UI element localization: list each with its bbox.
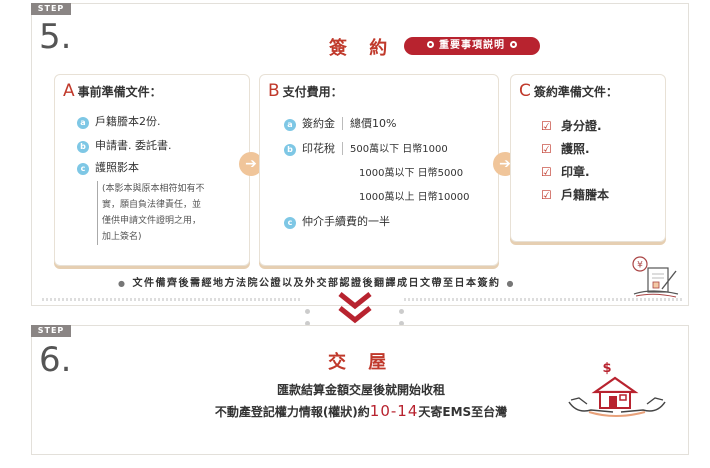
item-label: 仲介手續費的一半 bbox=[302, 215, 390, 228]
item-label: 戶籍謄本 bbox=[561, 188, 610, 202]
dot-icon: ● bbox=[506, 279, 515, 288]
line-2-suffix: 天寄EMS至台灣 bbox=[418, 405, 508, 419]
footnote-text: 文件備齊後需經地方法院公證以及外交部認證後翻譯成日文帶至日本簽約 bbox=[132, 278, 501, 289]
svg-text:¥: ¥ bbox=[637, 261, 643, 271]
item-value: 總價10% bbox=[350, 117, 397, 130]
list-item: a 簽約金 總價10% bbox=[284, 115, 396, 131]
item-label: 申請書. 委託書. bbox=[95, 139, 172, 152]
checkbox-icon: ☑ bbox=[541, 165, 552, 179]
list-item: b 印花稅 500萬以下 日幣1000 bbox=[284, 140, 448, 156]
days-range: 10-14 bbox=[369, 402, 419, 420]
card-letter: C bbox=[519, 81, 531, 101]
line-2-prefix: 不動產登記權力情報(權狀)約 bbox=[214, 405, 370, 419]
checkbox-icon: ☑ bbox=[541, 188, 552, 202]
connector-dot bbox=[305, 309, 310, 314]
step-tag: STEP bbox=[31, 3, 71, 15]
chevron-down-icon bbox=[338, 292, 372, 326]
card-title: 支付費用： bbox=[282, 85, 343, 99]
notice-label: 重要事項説明 bbox=[439, 40, 505, 51]
handover-line-2: 不動產登記權力情報(權狀)約10-14天寄EMS至台灣 bbox=[32, 402, 690, 420]
note-line: 實，願自負法律責任，並 bbox=[102, 200, 202, 210]
handover-line-1: 匯款結算金額交屋後就開始收租 bbox=[276, 383, 445, 397]
list-item: ☑ 身分證. bbox=[541, 117, 602, 134]
card-letter: B bbox=[268, 81, 280, 101]
item-label: 身分證. bbox=[561, 119, 602, 133]
item-label: 戶籍謄本2份. bbox=[95, 115, 161, 128]
house-handover-icon: $ bbox=[567, 358, 667, 422]
section-title: 簽 約 bbox=[329, 38, 396, 59]
list-item: ☑ 印章. bbox=[541, 163, 590, 180]
step-number: 5. bbox=[39, 17, 72, 57]
step-6-section: STEP 6. 交 屋 匯款結算金額交屋後就開始收租 不動產登記權力情報(權狀)… bbox=[31, 325, 689, 455]
list-item: c 仲介手續費的一半 bbox=[284, 213, 390, 229]
list-item: b 申請書. 委託書. bbox=[77, 137, 172, 153]
connector-dot bbox=[305, 321, 310, 326]
svg-text:$: $ bbox=[602, 361, 611, 376]
passport-note: (本影本與原本相符如有不 實，願自負法律責任，並 僅供申請文件證明之用， 加上簽… bbox=[97, 181, 237, 245]
bullet-icon: b bbox=[284, 144, 296, 156]
bullet-icon: c bbox=[284, 217, 296, 229]
card-letter: A bbox=[63, 81, 75, 101]
step-tag: STEP bbox=[31, 325, 71, 337]
bullet-icon: b bbox=[77, 141, 89, 153]
section-title: 交 屋 bbox=[328, 352, 395, 373]
divider bbox=[404, 298, 682, 301]
connector-dot bbox=[399, 309, 404, 314]
item-label: 印花稅 bbox=[302, 142, 335, 155]
item-label: 簽約金 bbox=[302, 117, 335, 130]
footnote: ● 文件備齊後需經地方法院公證以及外交部認證後翻譯成日文帶至日本簽約 ● bbox=[112, 274, 521, 289]
notice-button[interactable]: 重要事項説明 bbox=[404, 37, 540, 55]
note-line: (本影本與原本相符如有不 bbox=[102, 184, 205, 194]
list-item: c 護照影本 bbox=[77, 159, 139, 175]
item-label: 護照. bbox=[561, 142, 590, 156]
item-label: 印章. bbox=[561, 165, 590, 179]
stamp-tax-row: 1000萬以上 日幣10000 bbox=[359, 192, 470, 203]
item-label: 護照影本 bbox=[95, 161, 139, 174]
note-line: 加上簽名) bbox=[102, 232, 142, 242]
note-line: 僅供申請文件證明之用， bbox=[102, 216, 202, 226]
card-title: 簽約準備文件： bbox=[533, 85, 618, 99]
checkbox-icon: ☑ bbox=[541, 119, 552, 133]
dot-icon bbox=[510, 41, 517, 48]
stamp-tax-row: 1000萬以下 日幣5000 bbox=[359, 168, 464, 179]
checkbox-icon: ☑ bbox=[541, 142, 552, 156]
dot-icon: ● bbox=[118, 279, 127, 288]
connector-dot bbox=[399, 321, 404, 326]
bullet-icon: a bbox=[284, 119, 296, 131]
dot-icon bbox=[427, 41, 434, 48]
card-title: 事前準備文件： bbox=[77, 85, 162, 99]
divider bbox=[42, 298, 300, 301]
contract-document-icon: ¥ bbox=[632, 256, 680, 300]
bullet-icon: a bbox=[77, 117, 89, 129]
bullet-icon: c bbox=[77, 163, 89, 175]
stamp-tax-row: 500萬以下 日幣1000 bbox=[350, 144, 448, 155]
list-item: a 戶籍謄本2份. bbox=[77, 113, 161, 129]
step-number: 6. bbox=[39, 340, 72, 380]
list-item: ☑ 戶籍謄本 bbox=[541, 186, 609, 203]
list-item: ☑ 護照. bbox=[541, 140, 590, 157]
